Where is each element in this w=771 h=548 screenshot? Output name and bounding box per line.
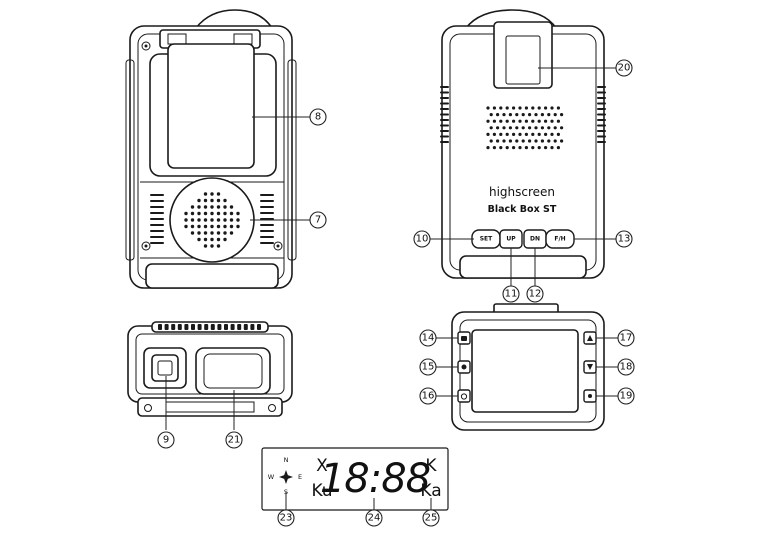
svg-text:11: 11 [505, 289, 518, 300]
band-ku: Ku [311, 481, 332, 501]
svg-text:25: 25 [425, 513, 438, 524]
callout-12: 12 [526, 285, 544, 303]
callout-17: 17 [617, 329, 635, 347]
svg-text:14: 14 [422, 333, 435, 344]
lcd-panel: N W E S X Ku 18:88 K Ka [261, 447, 449, 511]
gear-icon [461, 364, 467, 370]
callout-11: 11 [502, 285, 520, 303]
svg-text:24: 24 [368, 513, 381, 524]
camera-icon [461, 336, 467, 341]
band-x: X [316, 456, 328, 476]
svg-text:23: 23 [280, 513, 293, 524]
callout-13: 13 [615, 230, 633, 248]
up-button-label: UP [506, 236, 516, 243]
callout-14: 14 [419, 329, 437, 347]
svg-text:19: 19 [620, 391, 633, 402]
compass-e: E [298, 473, 302, 481]
svg-text:18: 18 [620, 362, 633, 373]
triangle-down-icon [587, 364, 593, 370]
callout-21: 21 [225, 431, 243, 449]
band-k: K [425, 456, 437, 476]
svg-text:13: 13 [618, 234, 631, 245]
set-button-label: SET [480, 236, 493, 243]
power-button[interactable] [457, 389, 471, 403]
callout-15: 15 [419, 358, 437, 376]
display-view [451, 303, 605, 431]
callout-19: 19 [617, 387, 635, 405]
callout-25: 25 [422, 509, 440, 527]
front-view: highscreen Black Box ST SET UP DN F/H [440, 9, 606, 279]
compass-w: W [268, 473, 275, 481]
callout-23: 23 [277, 509, 295, 527]
bottom-view [127, 321, 293, 417]
callout-7: 7 [309, 211, 327, 229]
power-icon [460, 393, 468, 400]
callout-20: 20 [615, 59, 633, 77]
record-icon [588, 394, 592, 398]
back-view [125, 9, 297, 289]
svg-text:21: 21 [228, 435, 241, 446]
dn-button-label: DN [530, 236, 540, 243]
svg-text:17: 17 [620, 333, 633, 344]
callout-16: 16 [419, 387, 437, 405]
callout-10: 10 [413, 230, 431, 248]
callout-9: 9 [157, 431, 175, 449]
svg-text:16: 16 [422, 391, 435, 402]
leader-lines [165, 67, 618, 510]
callout-18: 18 [617, 358, 635, 376]
front-mount [493, 21, 553, 89]
triangle-up-icon [587, 335, 593, 341]
callouts: 8 7 9 21 10 11 12 13 20 14 15 16 17 18 1… [157, 59, 635, 527]
svg-text:12: 12 [529, 289, 542, 300]
callout-8: 8 [309, 108, 327, 126]
brand-name: highscreen [489, 185, 555, 199]
svg-text:15: 15 [422, 362, 435, 373]
mount-plate [167, 43, 255, 169]
band-ka: Ka [420, 481, 441, 501]
svg-text:20: 20 [618, 63, 631, 74]
model-name: Black Box ST [488, 204, 557, 215]
compass-n: N [284, 456, 289, 464]
svg-text:8: 8 [315, 112, 321, 123]
mount-slot [195, 347, 271, 395]
lcd-digits: 18:88 [320, 456, 430, 502]
fn-button-label: F/H [554, 236, 565, 243]
callout-24: 24 [365, 509, 383, 527]
display-screen [471, 329, 579, 413]
svg-text:9: 9 [163, 435, 169, 446]
svg-text:10: 10 [416, 234, 429, 245]
svg-text:7: 7 [315, 215, 321, 226]
